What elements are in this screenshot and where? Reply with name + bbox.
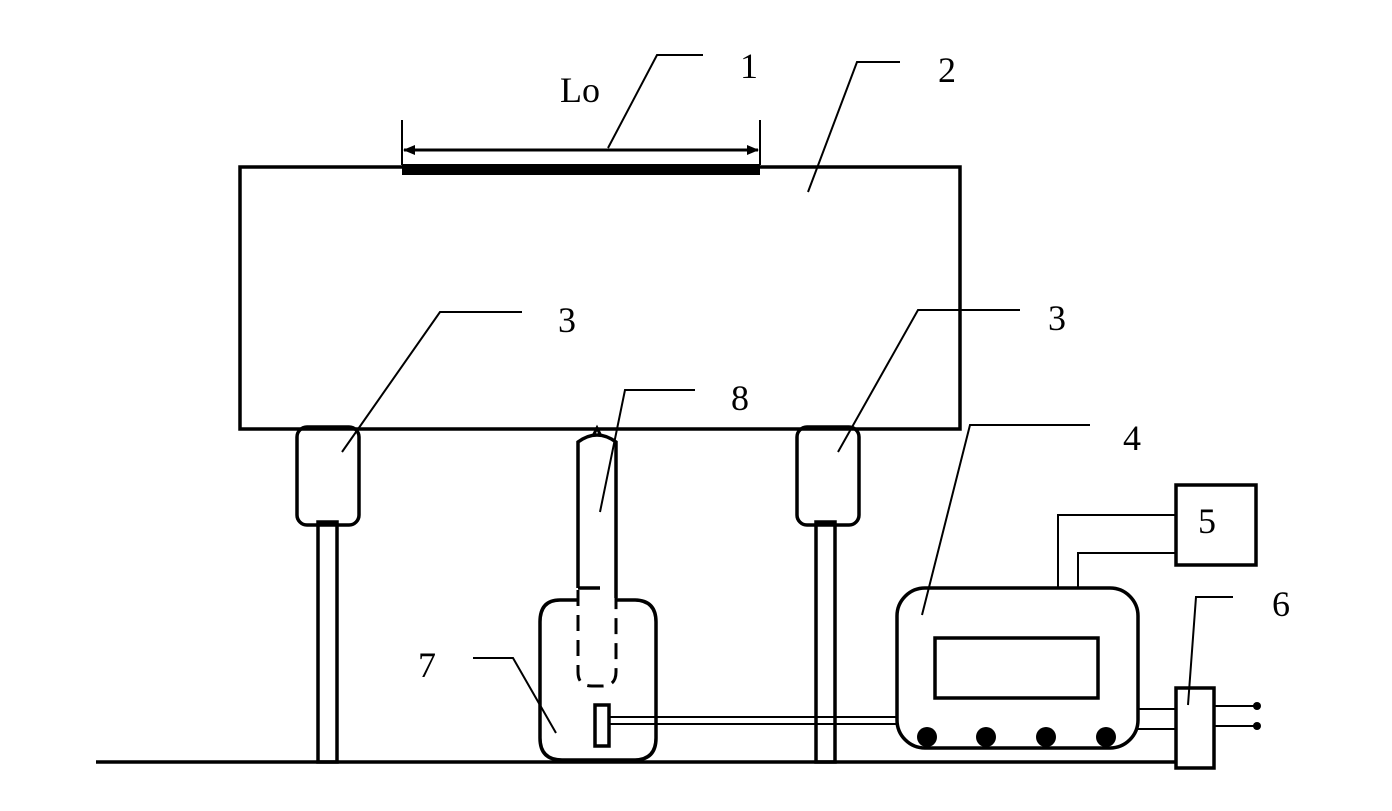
power-terminal-6 <box>1138 686 1261 770</box>
knob-1 <box>917 727 937 747</box>
instrument <box>895 586 1140 750</box>
dimension-lo <box>401 120 761 165</box>
device-5 <box>1057 483 1258 588</box>
knob-3 <box>1036 727 1056 747</box>
callout-8: 8 <box>731 378 749 418</box>
container <box>538 590 658 762</box>
callout-3-left: 3 <box>558 300 576 340</box>
main-body-rect <box>238 165 962 431</box>
left-support <box>295 425 361 764</box>
callout-7: 7 <box>418 645 436 685</box>
callout-leaders <box>341 54 1233 734</box>
knob-2 <box>976 727 996 747</box>
callout-5: 5 <box>1198 501 1216 541</box>
dimension-label: Lo <box>560 70 600 110</box>
callout-6: 6 <box>1272 584 1290 624</box>
callout-1: 1 <box>740 46 758 86</box>
callout-2: 2 <box>938 50 956 90</box>
knob-4 <box>1096 727 1116 747</box>
sample-strip <box>402 164 760 175</box>
callout-3-right: 3 <box>1048 298 1066 338</box>
callout-4: 4 <box>1123 418 1141 458</box>
signal-cable <box>609 716 898 725</box>
probe <box>576 424 618 598</box>
right-support <box>795 425 861 764</box>
